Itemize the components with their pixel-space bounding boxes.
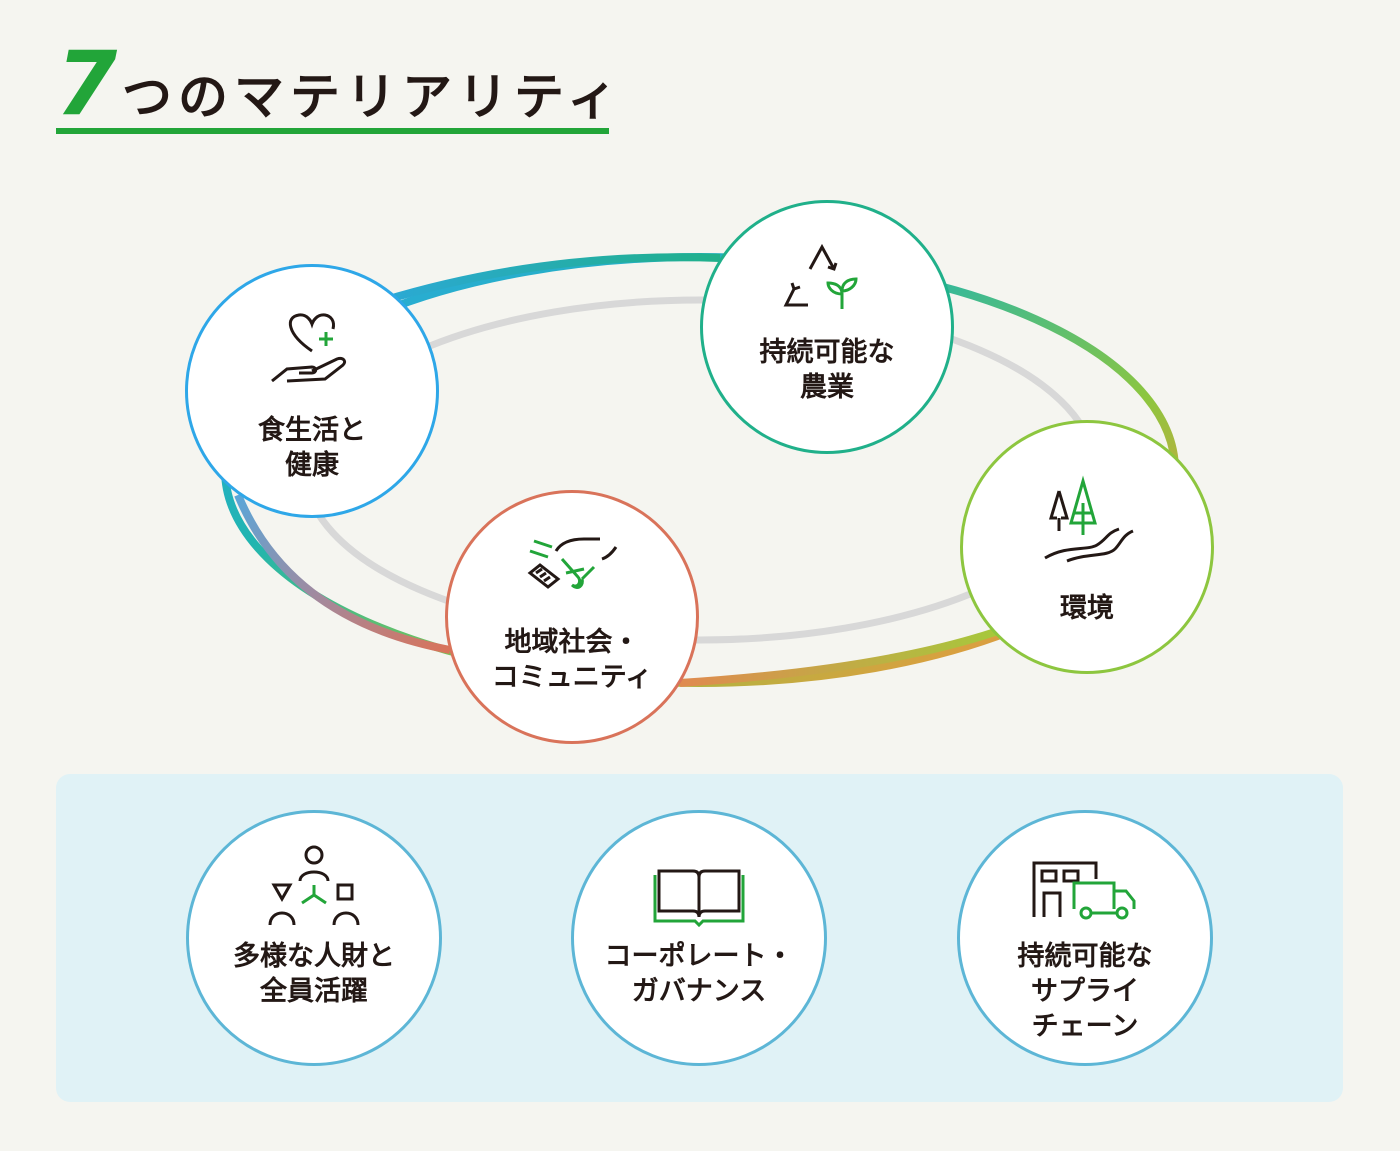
- people-network-icon: [268, 845, 360, 926]
- materiality-governance: コーポレート・ ガバナンス: [571, 810, 827, 1066]
- open-book-icon: [653, 869, 745, 927]
- materiality-diversity: 多様な人財と 全員活躍: [186, 810, 442, 1066]
- title-number: 7: [56, 32, 118, 135]
- materiality-label: 地域社会・ コミュニティ: [491, 627, 653, 693]
- materiality-health: 食生活と 健康: [185, 264, 439, 518]
- materiality-agriculture: 持続可能な 農業: [700, 200, 954, 454]
- materiality-environment: 環境: [960, 420, 1214, 674]
- title-text: つのマテリアリティ: [122, 68, 623, 126]
- materiality-community: 地域社会・ コミュニティ: [445, 490, 699, 744]
- outer-ring-bottom: [679, 628, 997, 687]
- factory-truck-icon: [1032, 861, 1136, 920]
- materiality-label: 持続可能な サプライ チェーン: [1017, 941, 1153, 1042]
- materiality-label: コーポレート・ ガバナンス: [604, 941, 794, 1007]
- materiality-label: 環境: [1060, 593, 1114, 624]
- materiality-label: 持続可能な 農業: [759, 337, 895, 403]
- materiality-supply-chain: 持続可能な サプライ チェーン: [957, 810, 1213, 1066]
- trees-river-icon: [1044, 475, 1134, 563]
- outer-ring-left: [234, 493, 451, 654]
- recycle-sprout-icon: [783, 243, 858, 309]
- heart-in-hand-icon: [271, 313, 347, 383]
- title-underline: [56, 128, 609, 134]
- handshake-icon: [527, 537, 618, 589]
- materiality-label: 食生活と 健康: [258, 415, 366, 481]
- materiality-label: 多様な人財と 全員活躍: [233, 941, 395, 1007]
